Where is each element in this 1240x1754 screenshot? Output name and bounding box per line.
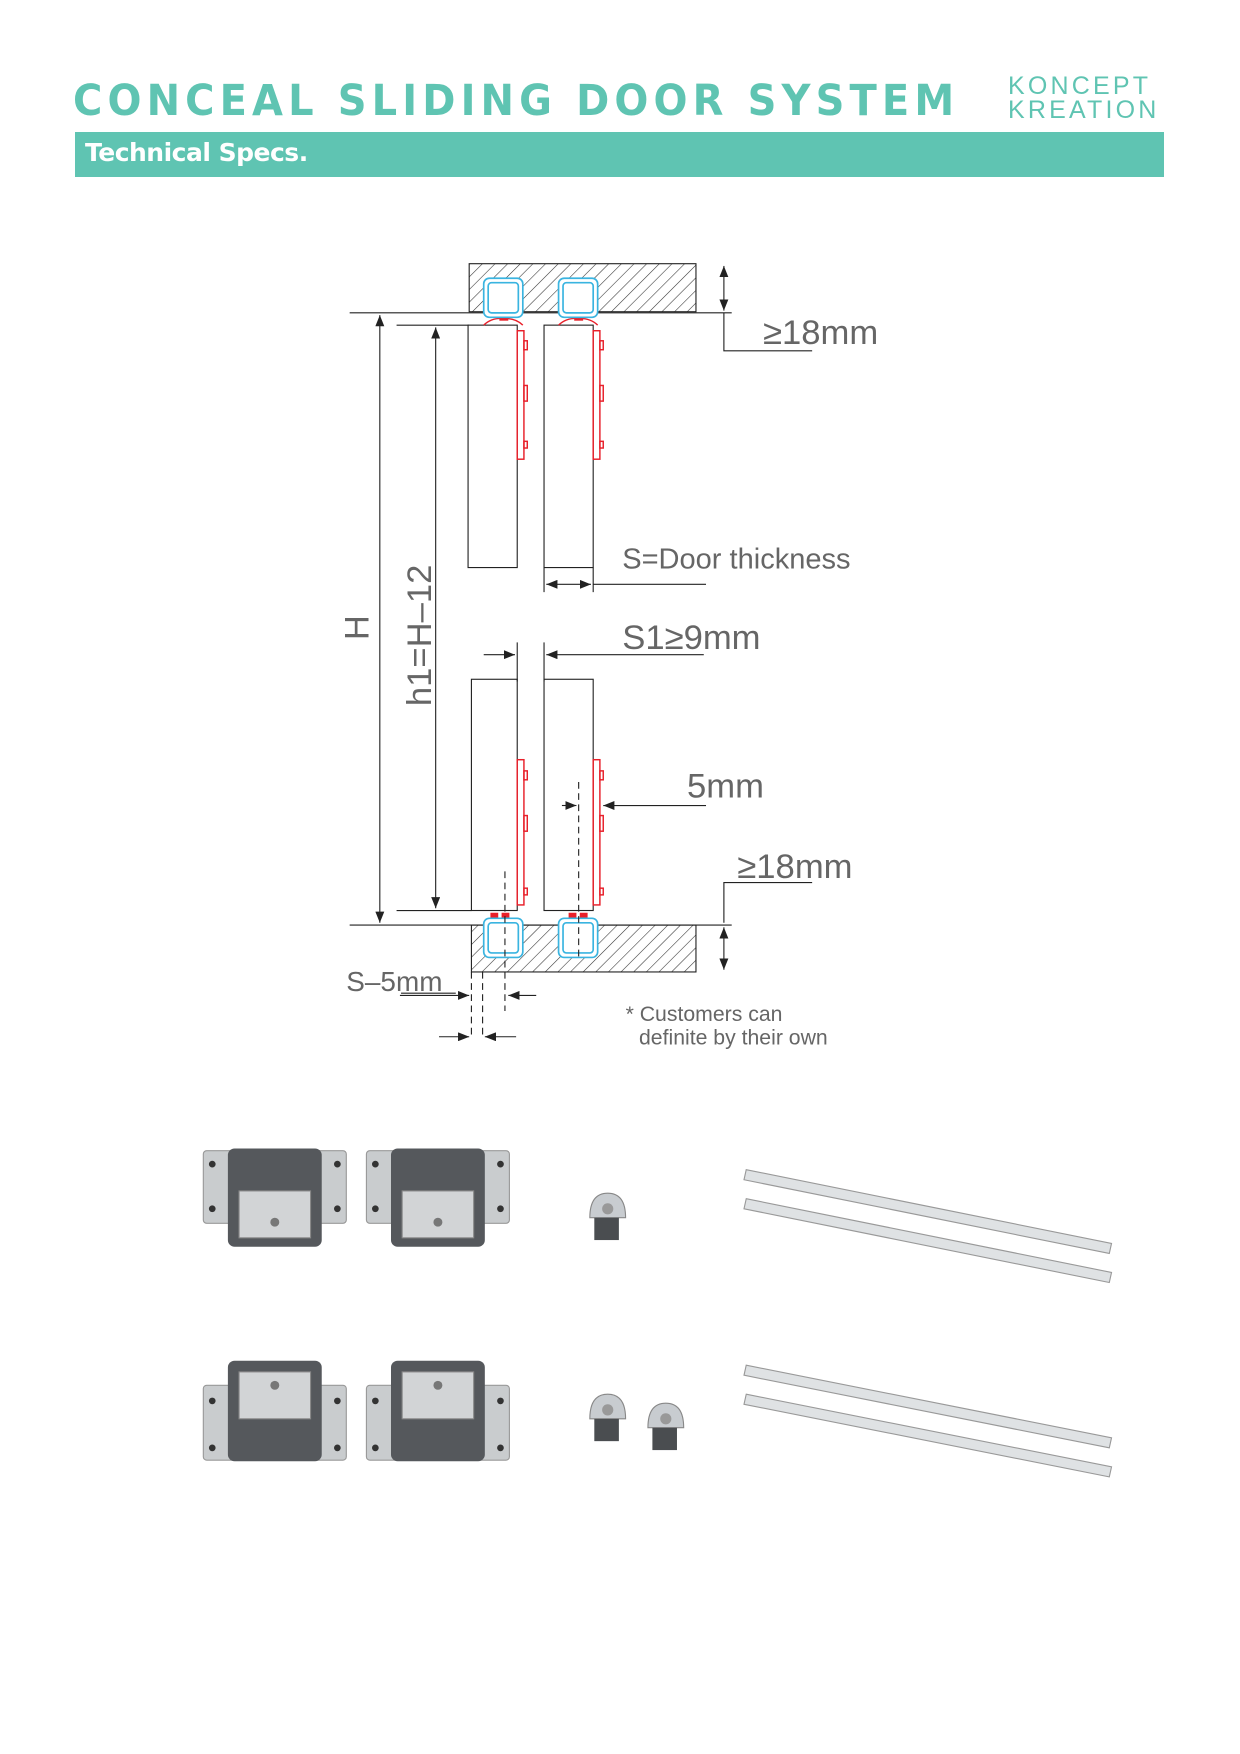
note-line-1: * Customers can [626,1003,783,1026]
page-title: CONCEAL SLIDING DOOR SYSTEM [73,76,960,126]
door-bottom-right [543,678,594,912]
guide-stopper [589,1192,627,1241]
track-rails [743,1169,1113,1478]
offset-label: 5mm [687,768,764,806]
bottom-clearance-label: ≥18mm [737,848,852,886]
door-bottom-left [470,678,518,912]
note-line-2: definite by their own [639,1027,828,1050]
door-height-label: h1=H–12 [401,565,439,707]
total-height-label: H [339,615,377,640]
bottom-offset-label: S–5mm [346,966,442,997]
door-top-right [543,324,594,569]
section-banner: Technical Specs. [75,132,1164,177]
gap-label: S1≥9mm [622,619,760,657]
door-thickness-label: S=Door thickness [622,544,850,576]
guide-stopper [647,1402,685,1451]
section-title: Technical Specs. [85,138,308,167]
brand-logo: KONCEPT KREATION [1008,72,1160,124]
brand-line-2: KREATION [1008,96,1160,124]
brand-line-1: KONCEPT [1008,72,1152,100]
guide-stopper [589,1393,627,1442]
section-drawing [349,263,813,1042]
top-clearance-label: ≥18mm [763,314,878,352]
roller-top-1 [202,1148,347,1247]
roller-bottom-2 [365,1360,510,1462]
door-top-left [467,324,518,569]
roller-bottom-1 [202,1360,347,1462]
roller-top-2 [365,1148,510,1247]
